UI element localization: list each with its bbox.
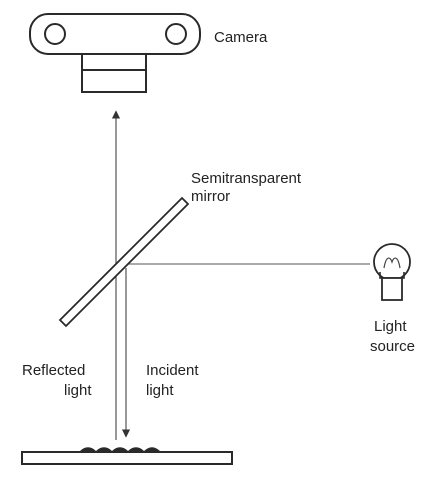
- camera-mount-upper: [81, 53, 147, 71]
- mirror-label-line1: Semitransparent: [191, 170, 302, 187]
- camera-icon: [29, 13, 201, 93]
- camera-mount-lower: [81, 69, 147, 93]
- incident-light-label-line1: Incident: [146, 362, 199, 379]
- specimen-plate: [21, 447, 233, 465]
- bulb-filament: [383, 257, 401, 269]
- mirror-label-line2: mirror: [191, 188, 230, 205]
- camera-right-lens: [165, 23, 187, 45]
- light-bulb-icon: [373, 243, 411, 301]
- camera-label: Camera: [214, 29, 268, 46]
- reflected-light-label-line1: Reflected: [22, 362, 85, 379]
- light-source-label-line2: source: [370, 338, 415, 355]
- camera-left-lens: [44, 23, 66, 45]
- semitransparent-mirror: [58, 196, 190, 328]
- reflected-light-label-line2: light: [64, 382, 92, 399]
- light-source-label-line1: Light: [374, 318, 407, 335]
- bulb-base: [381, 277, 403, 301]
- incident-light-label-line2: light: [146, 382, 174, 399]
